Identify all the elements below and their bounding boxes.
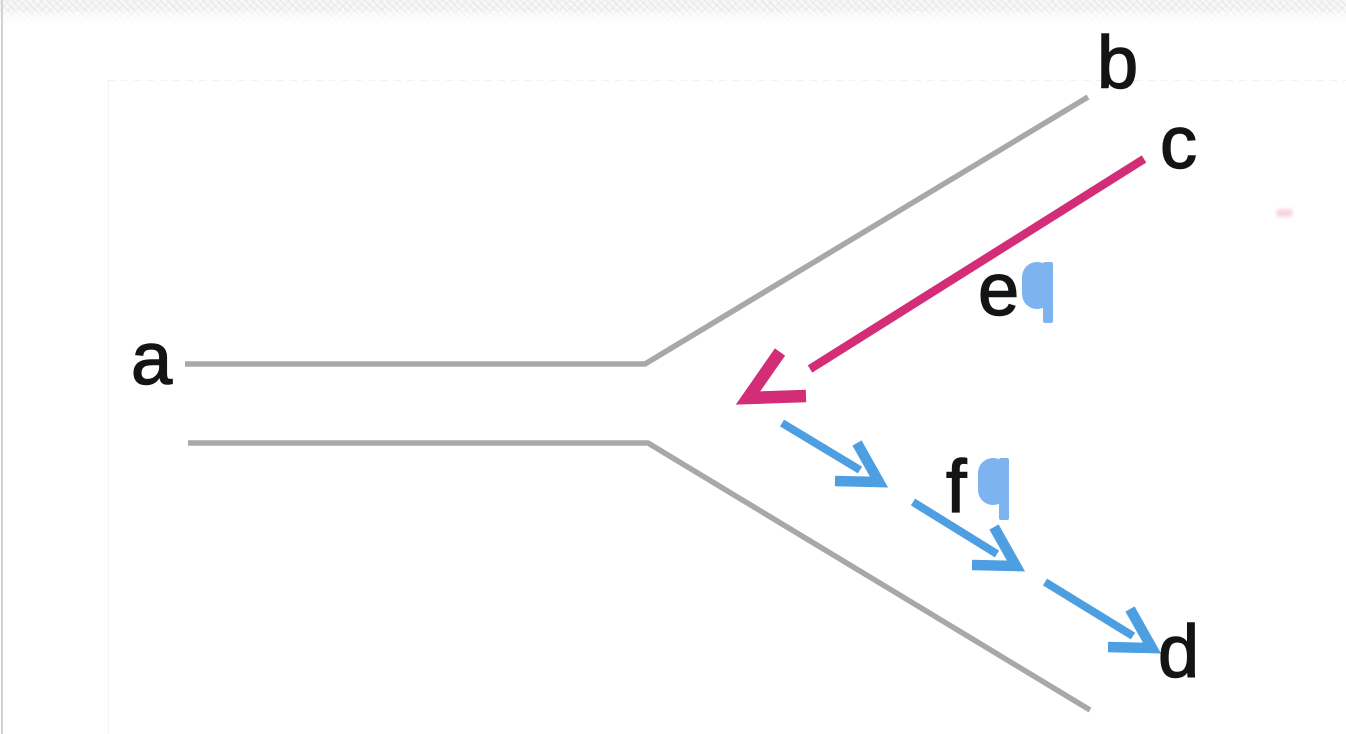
- pink-arrow-shaft: [807, 155, 1147, 373]
- label-b: b: [1097, 21, 1138, 104]
- blue-arrow-3-shaft: [1042, 578, 1136, 640]
- upper-strand-line: [185, 94, 1090, 367]
- label-c: c: [1160, 101, 1197, 184]
- faint-cell-border-horizontal: [108, 80, 1346, 81]
- pilcrow-after-e: [1022, 262, 1053, 323]
- faint-cell-border-vertical: [108, 80, 109, 734]
- pilcrow-after-f: [978, 458, 1009, 520]
- blue-arrow-3-head: [1107, 606, 1162, 654]
- label-f: f: [946, 445, 967, 528]
- blue-arrow-2-head: [971, 524, 1026, 572]
- label-e: e: [978, 248, 1019, 331]
- pink-arrowhead: [735, 348, 807, 405]
- blue-arrow-1-shaft: [779, 419, 863, 474]
- blue-arrow-2-shaft: [910, 498, 1000, 558]
- label-d: d: [1158, 610, 1199, 693]
- faint-pink-smudge: [1276, 209, 1293, 217]
- top-noise-strip: [0, 0, 1346, 25]
- blue-arrow-1-head: [834, 440, 889, 488]
- label-a: a: [131, 317, 173, 400]
- lower-strand-line: [188, 440, 1092, 713]
- window-left-border: [1, 0, 3, 734]
